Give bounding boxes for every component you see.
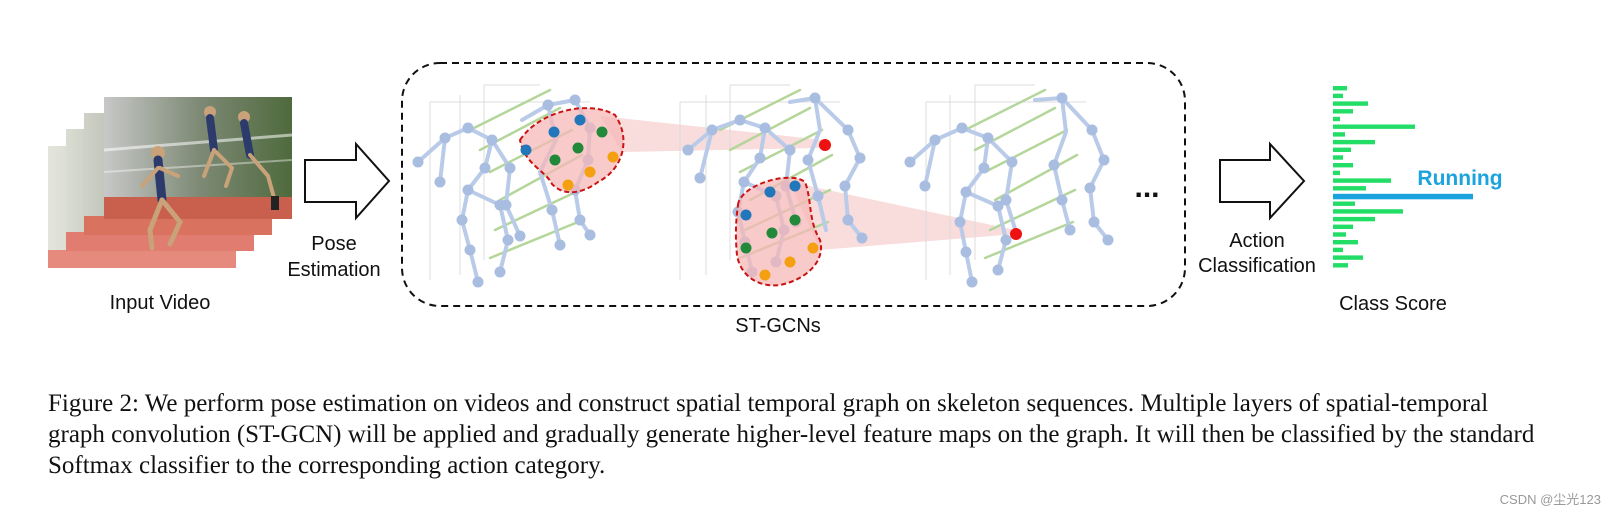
pose-label-line2: Estimation <box>287 259 380 281</box>
class-score-bar <box>1333 178 1391 183</box>
class-score-bar <box>1333 147 1351 152</box>
class-score-label: Class Score <box>1339 293 1447 315</box>
class-score-bar <box>1333 132 1345 137</box>
class-score-bar <box>1333 186 1366 191</box>
class-score-bar <box>1333 209 1403 214</box>
class-score-bar <box>1333 101 1368 106</box>
graph-layer-2 <box>679 84 868 287</box>
class-score-bar <box>1333 139 1375 145</box>
class-score-bar <box>1333 170 1340 176</box>
stgcns-label: ST-GCNs <box>735 315 821 337</box>
pose-estimation-arrow: Pose Estimation <box>287 141 391 281</box>
class-score-bar <box>1333 263 1348 268</box>
figure-caption: Figure 2: We perform pose estimation on … <box>48 390 1535 479</box>
class-score-bar <box>1333 109 1353 114</box>
running-label: Running <box>1417 167 1502 190</box>
class-score-bar <box>1333 163 1353 168</box>
pose-label-line1: Pose <box>311 233 357 255</box>
input-video-frames: Input Video <box>48 97 293 314</box>
action-classification-arrow: Action Classification <box>1198 141 1316 277</box>
watermark: CSDN @尘光123 <box>1499 492 1601 507</box>
class-score-bar <box>1333 240 1358 245</box>
class-score-bar-running <box>1333 193 1473 200</box>
class-score-bar <box>1333 86 1347 91</box>
more-layers-ellipsis: ... <box>1134 171 1159 204</box>
graph-layer-3 <box>904 84 1114 288</box>
class-score-bars <box>1333 86 1473 268</box>
input-video-label: Input Video <box>110 292 211 314</box>
class-score-bar <box>1333 216 1375 222</box>
class-score-bar <box>1333 93 1343 99</box>
class-score-bar <box>1333 201 1355 206</box>
video-frame-1 <box>103 97 293 219</box>
receptive-region-1 <box>518 107 625 194</box>
class-score-bar <box>1333 255 1363 260</box>
receptive-region-2 <box>734 176 823 287</box>
class-score-bar <box>1333 232 1346 237</box>
class-score-bar <box>1333 116 1340 122</box>
class-score-bar <box>1333 124 1415 129</box>
class-score-bar <box>1333 247 1343 253</box>
target-node-1 <box>819 139 831 151</box>
action-label-line2: Classification <box>1198 255 1316 277</box>
runner-figure <box>140 106 279 251</box>
action-label-line1: Action <box>1229 230 1285 252</box>
graph-layer-1 <box>412 84 625 288</box>
class-score-bar <box>1333 155 1343 160</box>
class-score-bar <box>1333 224 1353 229</box>
stgcn-container: ST-GCNs <box>401 62 1186 337</box>
target-node-2 <box>1010 228 1022 240</box>
